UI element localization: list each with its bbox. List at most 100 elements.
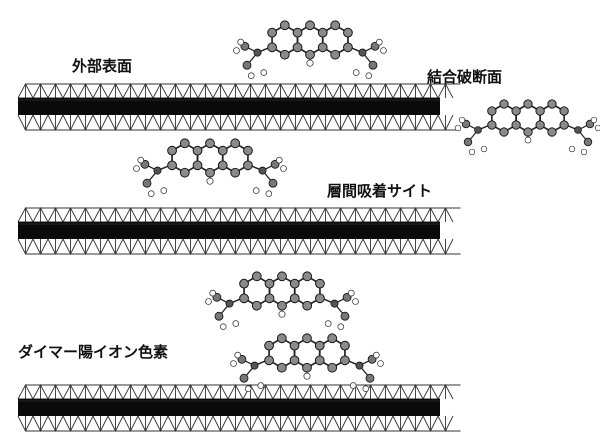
hydrogen-atom xyxy=(234,351,242,359)
hydrogen-atom xyxy=(237,38,245,46)
hydrogen-atom xyxy=(244,385,252,393)
octahedral-sheet xyxy=(18,98,440,115)
carbon-atom xyxy=(167,160,177,171)
dye-molecule-5 xyxy=(230,333,384,393)
hydrogen-atom xyxy=(362,385,370,393)
hydrogen-atom xyxy=(352,69,360,76)
methyl-carbon xyxy=(368,60,378,70)
hydrogen-atom xyxy=(219,323,227,331)
hydrogen-atom xyxy=(160,187,168,194)
hydrogen-atom xyxy=(377,360,384,367)
nitrogen-atom xyxy=(153,166,162,175)
hydrogen-atom xyxy=(590,116,598,124)
nitrogen-atom xyxy=(355,361,364,370)
carbon-atom xyxy=(289,278,300,289)
carbon-atom xyxy=(330,20,341,31)
dye-molecules xyxy=(133,20,600,393)
methyl-carbon xyxy=(365,373,375,383)
methyl-carbon xyxy=(268,178,278,188)
dye-molecule-4 xyxy=(205,271,359,331)
nitrogen-atom xyxy=(358,48,367,57)
carbon-atom xyxy=(302,271,313,282)
carbon-atom xyxy=(314,340,325,351)
hydrogen-atom xyxy=(303,372,311,380)
carbon-atom xyxy=(317,27,328,38)
carbon-atom xyxy=(559,106,569,116)
clay-layers xyxy=(17,83,461,433)
nitrogen-atom xyxy=(574,126,582,134)
carbon-atom xyxy=(487,120,497,130)
carbon-atom xyxy=(315,293,325,304)
hydrogen-atom xyxy=(252,187,260,194)
carbon-atom xyxy=(267,42,277,53)
hydrogen-atom xyxy=(265,190,273,198)
carbon-atom xyxy=(264,355,274,366)
carbon-atom xyxy=(535,106,545,116)
carbon-atom xyxy=(277,271,287,282)
nitrogen-atom xyxy=(225,299,234,308)
carbon-atom xyxy=(511,120,521,130)
hydrogen-atom xyxy=(372,351,380,359)
carbon-atom xyxy=(217,160,228,171)
hydrogen-atom xyxy=(232,320,240,327)
carbon-atom xyxy=(340,355,350,366)
carbon-atom xyxy=(251,300,262,311)
dye-molecule-2 xyxy=(454,99,600,156)
carbon-atom xyxy=(192,160,203,171)
carbon-atom xyxy=(315,278,325,289)
carbon-atom xyxy=(279,49,290,60)
carbon-atom xyxy=(289,293,300,304)
carbon-atom xyxy=(179,167,190,178)
carbon-atom xyxy=(511,106,521,116)
hydrogen-atom xyxy=(205,298,212,305)
carbon-atom xyxy=(302,333,312,344)
label-broken-edge: 結合破断面 xyxy=(427,68,503,86)
hydrogen-atom xyxy=(260,69,268,76)
carbon-atom xyxy=(277,300,287,311)
tetrahedral-sheet-bottom xyxy=(17,114,461,132)
hydrogen-atom xyxy=(380,47,387,54)
carbon-atom xyxy=(327,333,338,344)
hydrogen-atom xyxy=(257,382,265,389)
tetrahedral-sheet-bottom xyxy=(17,238,461,256)
methyl-carbon xyxy=(214,311,224,321)
carbon-atom xyxy=(547,99,557,109)
hydrogen-atom xyxy=(568,145,576,153)
hydrogen-atom xyxy=(580,148,588,156)
hydrogen-atom xyxy=(147,190,155,198)
carbon-atom xyxy=(179,138,190,149)
carbon-atom xyxy=(205,138,215,149)
hydrogen-atom xyxy=(349,382,357,389)
hydrogen-atom xyxy=(209,289,217,297)
hydrogen-atom xyxy=(206,177,214,185)
hydrogen-atom xyxy=(337,323,345,331)
dye-molecule-3 xyxy=(133,138,287,198)
hydrogen-atom xyxy=(137,156,145,164)
carbon-atom xyxy=(276,362,287,373)
tetrahedral-sheet-top xyxy=(17,207,461,223)
methyl-carbon xyxy=(583,137,593,147)
hydrogen-atom xyxy=(275,156,283,164)
dye-molecule-1 xyxy=(233,20,387,80)
carbon-atom xyxy=(251,271,262,282)
hydrogen-atom xyxy=(480,145,488,153)
carbon-atom xyxy=(243,145,253,156)
carbon-atom xyxy=(292,42,303,53)
nitrogen-atom xyxy=(258,166,267,175)
carbon-atom xyxy=(239,278,249,289)
carbon-atom xyxy=(292,27,303,38)
hydrogen-atom xyxy=(230,360,237,367)
hydrogen-atom xyxy=(278,310,286,318)
carbon-atom xyxy=(267,27,277,38)
carbon-atom xyxy=(330,49,341,60)
hydrogen-atom xyxy=(352,298,359,305)
hydrogen-atom xyxy=(233,47,240,54)
hydrogen-atom xyxy=(468,148,476,156)
carbon-atom xyxy=(343,42,353,53)
carbon-atom xyxy=(205,167,215,178)
hydrogen-atom xyxy=(280,165,287,172)
hydrogen-atom xyxy=(454,124,462,132)
hydrogen-atom xyxy=(247,72,255,80)
carbon-atom xyxy=(289,340,300,351)
carbon-atom xyxy=(305,20,315,31)
